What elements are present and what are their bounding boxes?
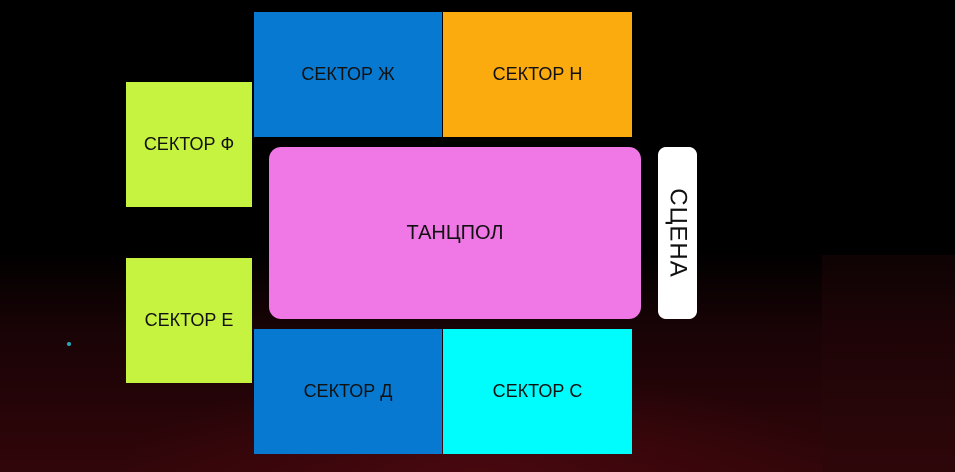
background-panel (822, 255, 955, 472)
sector-n[interactable]: СЕКТОР Н (443, 12, 632, 137)
sector-d-label: СЕКТОР Д (303, 381, 393, 401)
stage-label: СЦЕНА (664, 188, 692, 278)
dancefloor[interactable]: ТАНЦПОЛ (269, 147, 641, 319)
sector-zh-label: СЕКТОР Ж (301, 64, 395, 84)
stage: СЦЕНА (658, 147, 697, 319)
sector-s-label: СЕКТОР С (492, 381, 583, 401)
sector-zh[interactable]: СЕКТОР Ж (254, 12, 442, 137)
dancefloor-label: ТАНЦПОЛ (406, 221, 504, 244)
sector-e-label: СЕКТОР Е (144, 310, 234, 330)
sector-f-label: СЕКТОР Ф (143, 134, 235, 154)
sector-s[interactable]: СЕКТОР С (443, 329, 632, 454)
background-dot (67, 342, 71, 346)
sector-d[interactable]: СЕКТОР Д (254, 329, 442, 454)
sector-f[interactable]: СЕКТОР Ф (126, 82, 252, 207)
sector-n-label: СЕКТОР Н (492, 64, 583, 84)
sector-e[interactable]: СЕКТОР Е (126, 258, 252, 383)
